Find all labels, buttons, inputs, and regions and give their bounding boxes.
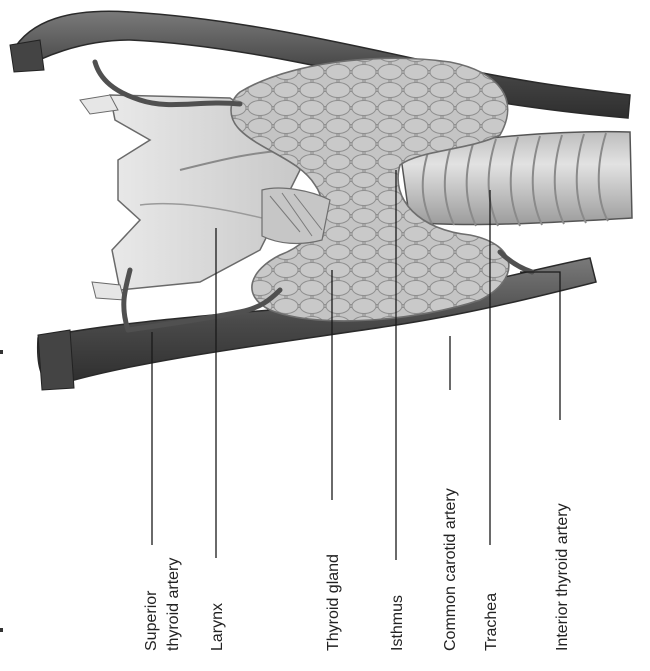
label-larynx: Larynx (209, 603, 226, 651)
edge-tick-lower (0, 628, 3, 632)
labels: Superior thyroid artery Larynx Thyroid g… (143, 488, 571, 651)
label-thyroid-gland: Thyroid gland (325, 554, 342, 651)
label-common-carotid-artery: Common carotid artery (442, 488, 459, 651)
label-inferior-thyroid-artery: Interior thyroid artery (554, 503, 571, 651)
label-trachea: Trachea (483, 593, 500, 651)
label-isthmus: Isthmus (389, 595, 406, 651)
label-superior-thyroid-artery-line1: Superior (143, 590, 160, 651)
edge-tick-upper (0, 350, 3, 354)
label-superior-thyroid-artery-line2: thyroid artery (165, 558, 182, 651)
